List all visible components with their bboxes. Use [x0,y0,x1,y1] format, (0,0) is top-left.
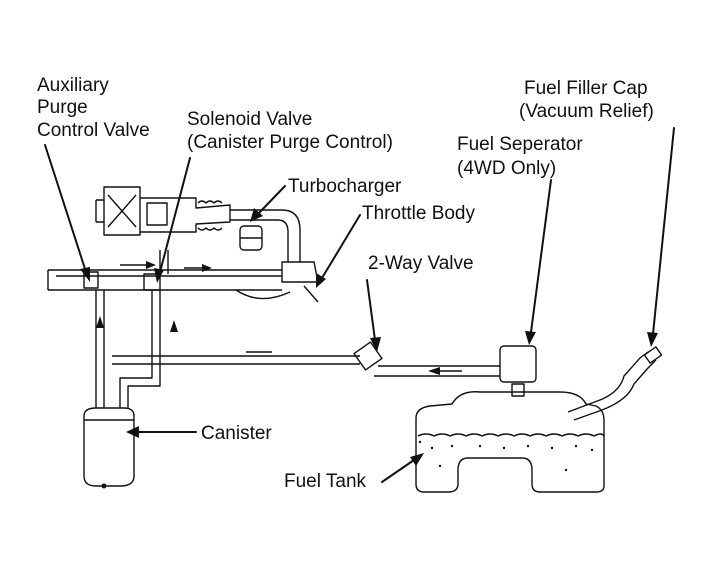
air-box [103,186,141,236]
fuel-tank [415,346,663,493]
hose-solenoid-to-canister [119,290,161,408]
fuel-dot [526,444,530,448]
leader-aux [44,144,87,273]
flow-arrow-2 [202,264,212,272]
hose-separator-to-twoway [374,365,500,377]
label-fuel-tank: Fuel Tank [284,471,367,492]
throttle-body [281,261,319,283]
separator-label-line1: Fuel Seperator [457,134,583,155]
flow-arrow-left [428,367,440,375]
leader-solenoid [159,157,191,273]
manifold-runner [235,289,291,300]
canister [83,407,135,489]
two-way-valve-body [353,341,383,371]
arrowhead-separator [525,331,536,345]
canister-drain [101,483,107,489]
intake-manifold [47,269,282,291]
arrowhead-aux [80,267,90,282]
separator-neck [511,383,525,397]
fuel-dot [418,440,422,444]
label-auxiliary-purge-control-valve: Auxiliary Purge Control Valve [37,75,150,141]
label-fuel-separator: Fuel Seperator (4WD Only) [457,134,583,179]
separator-label-line2: (4WD Only) [457,158,556,179]
fuel-dot [564,468,568,472]
turbo-outlet-pipe [230,209,301,262]
label-turbocharger: Turbocharger [288,176,402,197]
arrowhead-throttle [316,273,326,288]
solenoid-feed-hose [159,250,169,274]
fuel-dot [550,446,554,450]
air-box-inlet [95,199,104,223]
arrowhead-twoway [370,337,381,352]
vapor-hoses [95,290,500,408]
air-box-cross-b [107,194,137,228]
arrowhead-canister [126,426,139,438]
fuel-dot [438,464,442,468]
aux-label-line3: Control Valve [37,120,150,141]
flow-arrow-up-solenoid [170,320,178,332]
separator-body [499,345,537,383]
solenoid-label-line1: Solenoid Valve [187,109,312,130]
leader-lines [44,127,675,483]
fuel-dots [418,440,594,472]
fuel-filler-cap [643,346,663,364]
canister-body [83,407,135,487]
flow-arrow-up-aux [96,316,104,328]
leader-separator [530,179,552,333]
aux-valve-body [83,271,99,289]
intake-duct [140,197,231,233]
fuel-dot [590,448,594,452]
label-two-way-valve: 2-Way Valve [368,253,474,274]
tank-body [415,391,605,493]
aux-label-line1: Auxiliary [37,75,109,96]
fuel-dot [574,444,578,448]
throttle-linkage [303,285,319,303]
arrowhead-filler [647,332,658,347]
leader-filler [652,127,675,335]
intake-assembly [47,186,319,303]
aux-label-line2: Purge [37,97,88,118]
corrugated-hose [197,200,223,231]
fuel-separator [499,345,537,397]
solenoid-label-line2: (Canister Purge Control) [187,132,393,153]
hose-twoway-to-canister [112,355,360,365]
fuel-dot [502,446,506,450]
fuel-dot [430,446,434,450]
label-throttle-body: Throttle Body [362,203,475,224]
leader-throttle [321,214,361,279]
filler-neck [567,351,657,421]
label-solenoid-valve: Solenoid Valve (Canister Purge Control) [187,109,393,153]
leader-tank [381,459,415,483]
filler-label-line2: (Vacuum Relief) [519,101,654,122]
flow-arrow-1 [146,261,156,269]
fuel-dot [450,444,454,448]
filler-label-line1: Fuel Filler Cap [524,78,648,99]
label-canister: Canister [201,423,272,444]
duct-joint [146,202,168,226]
hose-aux-to-canister [95,290,105,408]
label-fuel-filler-cap: Fuel Filler Cap (Vacuum Relief) [519,78,654,122]
arrowhead-turbo [250,208,263,222]
fuel-dot [478,444,482,448]
leader-twoway [366,279,376,341]
fuel-level-line [417,433,605,437]
arrowhead-tank [410,453,424,466]
